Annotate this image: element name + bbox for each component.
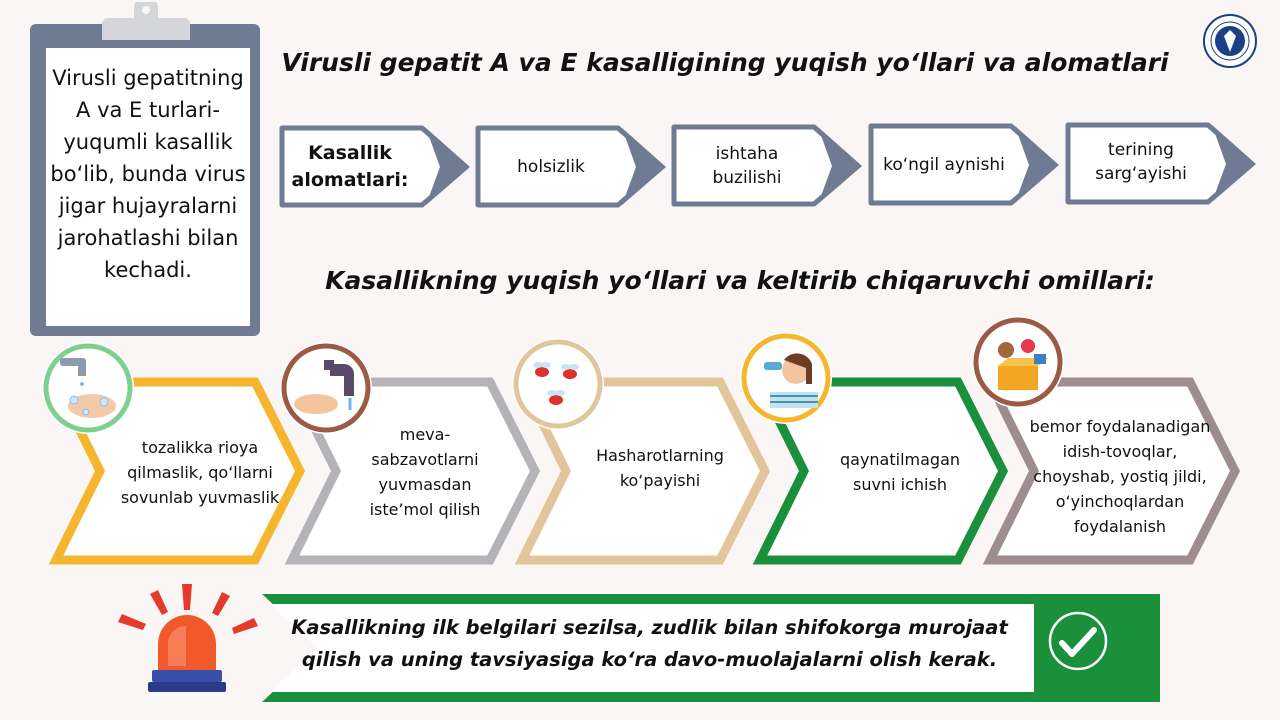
factor-text: bemor foydalanadigan idish-tovoqlar, cho… (1029, 416, 1211, 536)
symptom-item: terining sarg‘ayishi (1095, 140, 1187, 184)
siren-icon (118, 584, 258, 692)
factor-text: tozalikka rioya qilmaslik, qo‘llarni sov… (120, 437, 280, 507)
transmission-title: Kasallikning yuqish yo‘llari va keltirib… (325, 266, 1155, 295)
checkmark-icon (1044, 607, 1112, 675)
clipboard-clip-icon (102, 2, 190, 40)
faucet-hands-icon (280, 342, 372, 434)
insects-icon (512, 338, 604, 430)
main-title: Virusli gepatit A va E kasalligining yuq… (281, 48, 1169, 77)
clipboard-paper (46, 48, 250, 326)
symptom-item: ishtaha buzilishi (712, 144, 782, 188)
warning-banner (262, 594, 1160, 702)
factor-arrow-2 (284, 377, 541, 565)
symptoms-label: Kasallik alomatlari: (291, 142, 409, 191)
factor-arrow-4 (752, 377, 1009, 565)
factor-text: Hasharotlarning ko‘payishi (596, 446, 724, 490)
factor-text: meva-sabzavotlarni yuvmasdan iste’mol qi… (369, 425, 481, 519)
drinking-water-icon (740, 332, 832, 424)
hand-washing-icon (42, 342, 134, 434)
toys-box-icon (972, 316, 1064, 408)
factor-arrow-1 (48, 377, 306, 565)
warning-text: Kasallikning ilk belgilari sezilsa, zudl… (291, 616, 1008, 671)
institute-logo-icon (1203, 14, 1257, 68)
factor-arrow-3 (514, 377, 771, 565)
factor-arrow-5 (982, 377, 1241, 565)
symptom-item: ko‘ngil aynishi (883, 155, 1005, 175)
symptom-arrows (279, 122, 1256, 208)
symptom-item: holsizlik (517, 157, 585, 177)
factor-text: qaynatilmagan suvni ichish (839, 450, 961, 494)
intro-text: Virusli gepatitning A va E turlari-yuqum… (50, 66, 246, 282)
factor-arrows (48, 377, 1241, 565)
